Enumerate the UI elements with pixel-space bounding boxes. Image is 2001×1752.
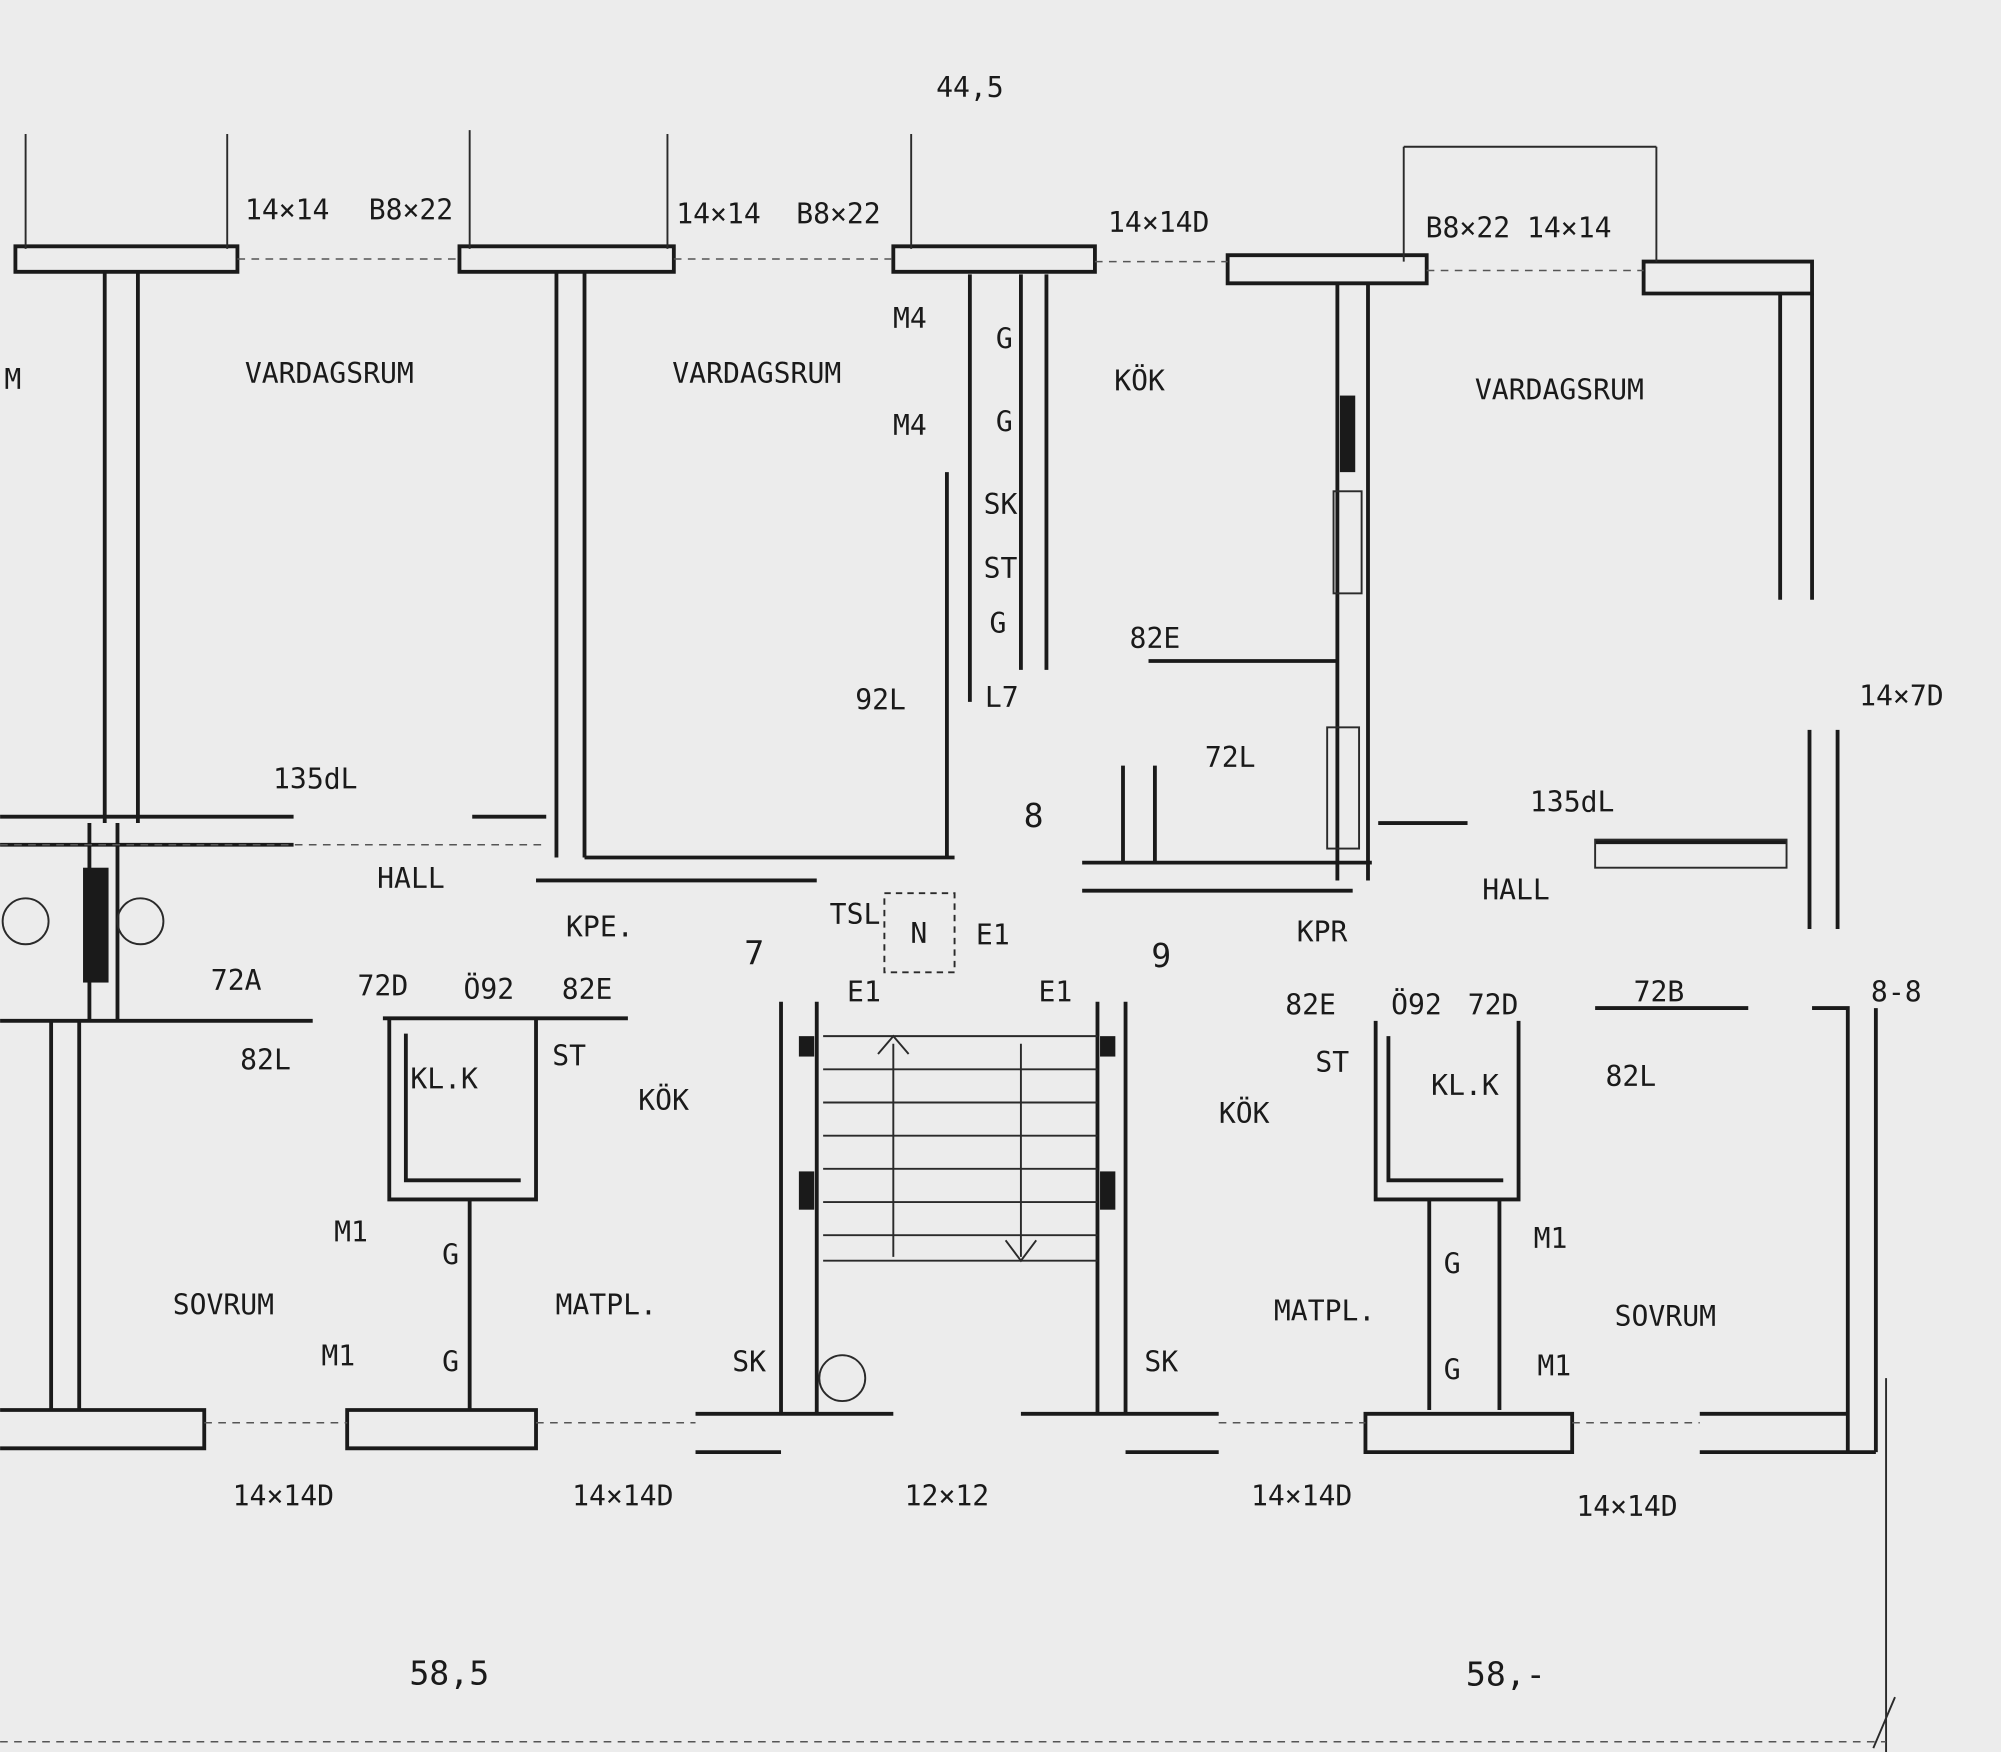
window-label: 14×14D (572, 1480, 673, 1513)
code-label: M1 (1537, 1350, 1571, 1383)
room-label: HALL (377, 862, 445, 895)
code-label: 82L (1606, 1060, 1657, 1093)
code-label: 72L (1205, 741, 1256, 774)
room-label: VARDAGSRUM (1475, 373, 1644, 406)
code-label: 72D (358, 969, 409, 1002)
code-label: G (996, 322, 1013, 355)
code-label: L7 (985, 681, 1019, 714)
window-label: 14×14D (1108, 206, 1209, 239)
code-label: N (910, 917, 927, 950)
stairs (823, 1034, 1098, 1263)
room-label: MATPL. (1274, 1295, 1375, 1328)
code-label: M4 (893, 302, 927, 335)
room-label: VARDAGSRUM (672, 357, 841, 390)
room-label: KL.K (1431, 1069, 1499, 1102)
area-label: 58,5 (409, 1653, 489, 1692)
code-label: G (996, 405, 1013, 438)
code-label: Ö92 (1391, 987, 1442, 1021)
code-label: ST (984, 552, 1018, 585)
stair-number: 7 (744, 934, 764, 973)
code-label: G (1444, 1247, 1461, 1280)
room-label: M (4, 363, 21, 396)
area-label: 58,- (1466, 1655, 1546, 1694)
code-label: SK (732, 1346, 766, 1379)
window-label: 14×14D (1251, 1480, 1352, 1513)
room-label: SOVRUM (1615, 1300, 1716, 1333)
room-label: KÖK (1114, 363, 1165, 397)
code-label: M1 (334, 1216, 368, 1249)
room-label: KÖK (1219, 1096, 1270, 1130)
fixtures (1, 395, 1788, 1403)
code-label: 135dL (1530, 786, 1614, 819)
code-label: E1 (1038, 976, 1072, 1009)
window-label: 14×7D (1859, 680, 1943, 713)
code-label: G (442, 1346, 459, 1379)
window-label: B8×22 (796, 197, 880, 230)
code-label: KPE. (566, 911, 634, 944)
code-label: 82E (1285, 988, 1336, 1021)
code-label: E1 (976, 918, 1010, 951)
window-label: 12×12 (905, 1480, 989, 1513)
room-label: SOVRUM (173, 1288, 274, 1321)
code-label: SK (984, 488, 1018, 521)
window-label: 8-8 (1871, 976, 1922, 1009)
code-label: 72A (211, 964, 262, 997)
code-label: G (989, 607, 1006, 640)
window-label: 14×14 (245, 193, 329, 226)
code-label: 82E (1130, 622, 1181, 655)
window-label: B8×22 (369, 193, 453, 226)
code-label: 72D (1468, 988, 1519, 1021)
dimension-lines (0, 130, 1896, 1752)
code-label: 82E (562, 973, 613, 1006)
room-label: KL.K (410, 1062, 478, 1095)
code-label: 82L (240, 1043, 291, 1076)
window-label: 14×14D (233, 1480, 334, 1513)
code-label: M1 (321, 1339, 355, 1372)
room-label: VARDAGSRUM (245, 357, 414, 390)
window-label: B8×22 14×14 (1426, 211, 1612, 244)
code-label: SK (1144, 1346, 1178, 1379)
room-label: MATPL. (556, 1288, 657, 1321)
room-label: KÖK (638, 1083, 689, 1117)
code-label: M4 (893, 409, 927, 442)
room-label: HALL (1482, 874, 1550, 907)
window-label: 14×14 (676, 197, 760, 230)
code-label: E1 (847, 976, 881, 1009)
code-label: TSL (830, 898, 881, 931)
code-label: 72B (1634, 976, 1685, 1009)
stair-number: 8 (1024, 796, 1044, 835)
window-label: 14×14D (1576, 1490, 1677, 1523)
walls (0, 244, 1878, 1455)
code-label: KPR (1297, 916, 1348, 949)
code-label: 135dL (273, 763, 357, 796)
code-label: ST (552, 1039, 586, 1072)
total-dimension: 44,5 (936, 71, 1004, 104)
code-label: G (442, 1239, 459, 1272)
code-label: G (1444, 1353, 1461, 1386)
code-label: M1 (1534, 1222, 1568, 1255)
code-label: Ö92 (463, 972, 514, 1006)
labels: 44,5 14×14 B8×22 14×14 B8×22 14×14D B8×2… (4, 71, 1943, 1694)
code-label: 92L (855, 683, 906, 716)
stair-number: 9 (1151, 936, 1171, 975)
code-label: ST (1315, 1046, 1349, 1079)
